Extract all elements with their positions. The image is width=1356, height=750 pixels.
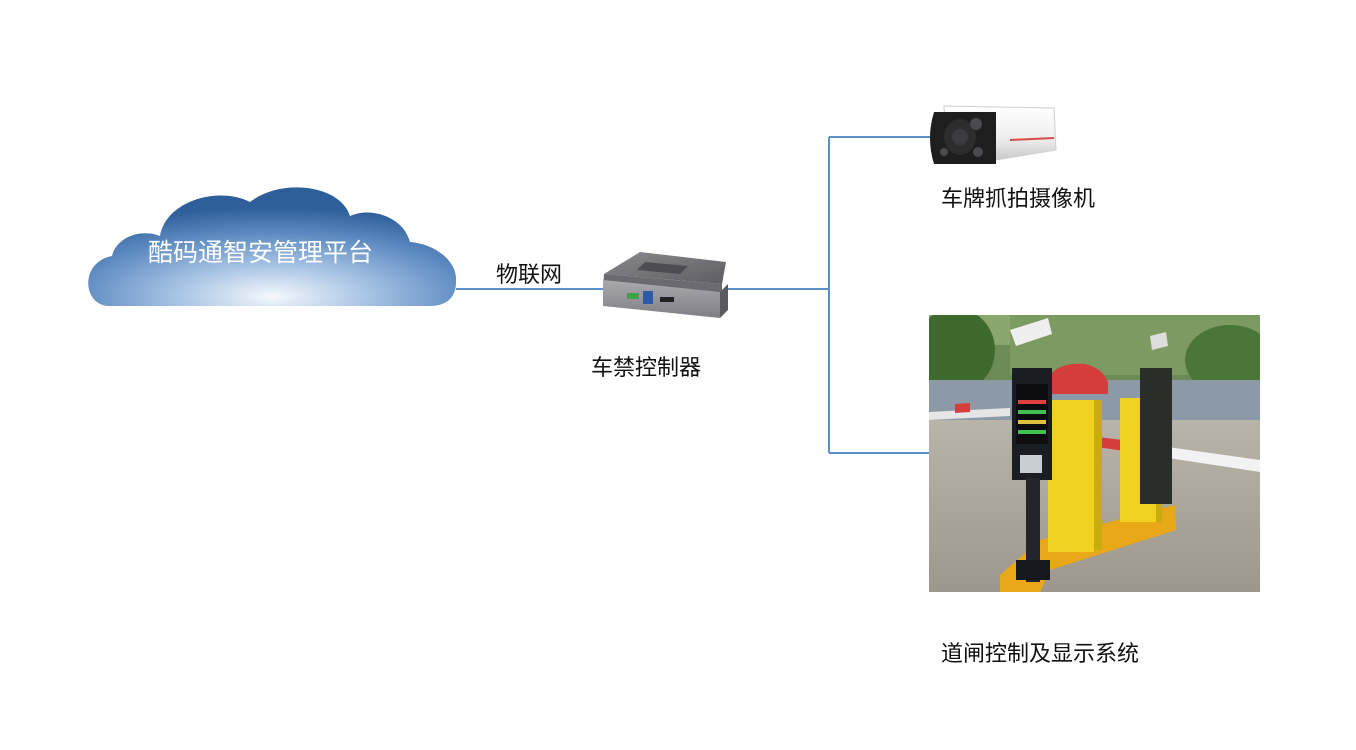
barrier-photo [929,315,1260,592]
controller-label: 车禁控制器 [591,356,702,381]
cloud-shape [88,187,457,306]
connectors [456,136,930,454]
camera-label: 车牌抓拍摄像机 [941,187,1096,212]
platform-label: 酷码通智安管理平台 [148,238,374,267]
link-label: 物联网 [496,263,563,288]
barrier-label: 道闸控制及显示系统 [941,642,1140,667]
controller-device [603,252,728,318]
plate-camera-device [930,105,1057,164]
